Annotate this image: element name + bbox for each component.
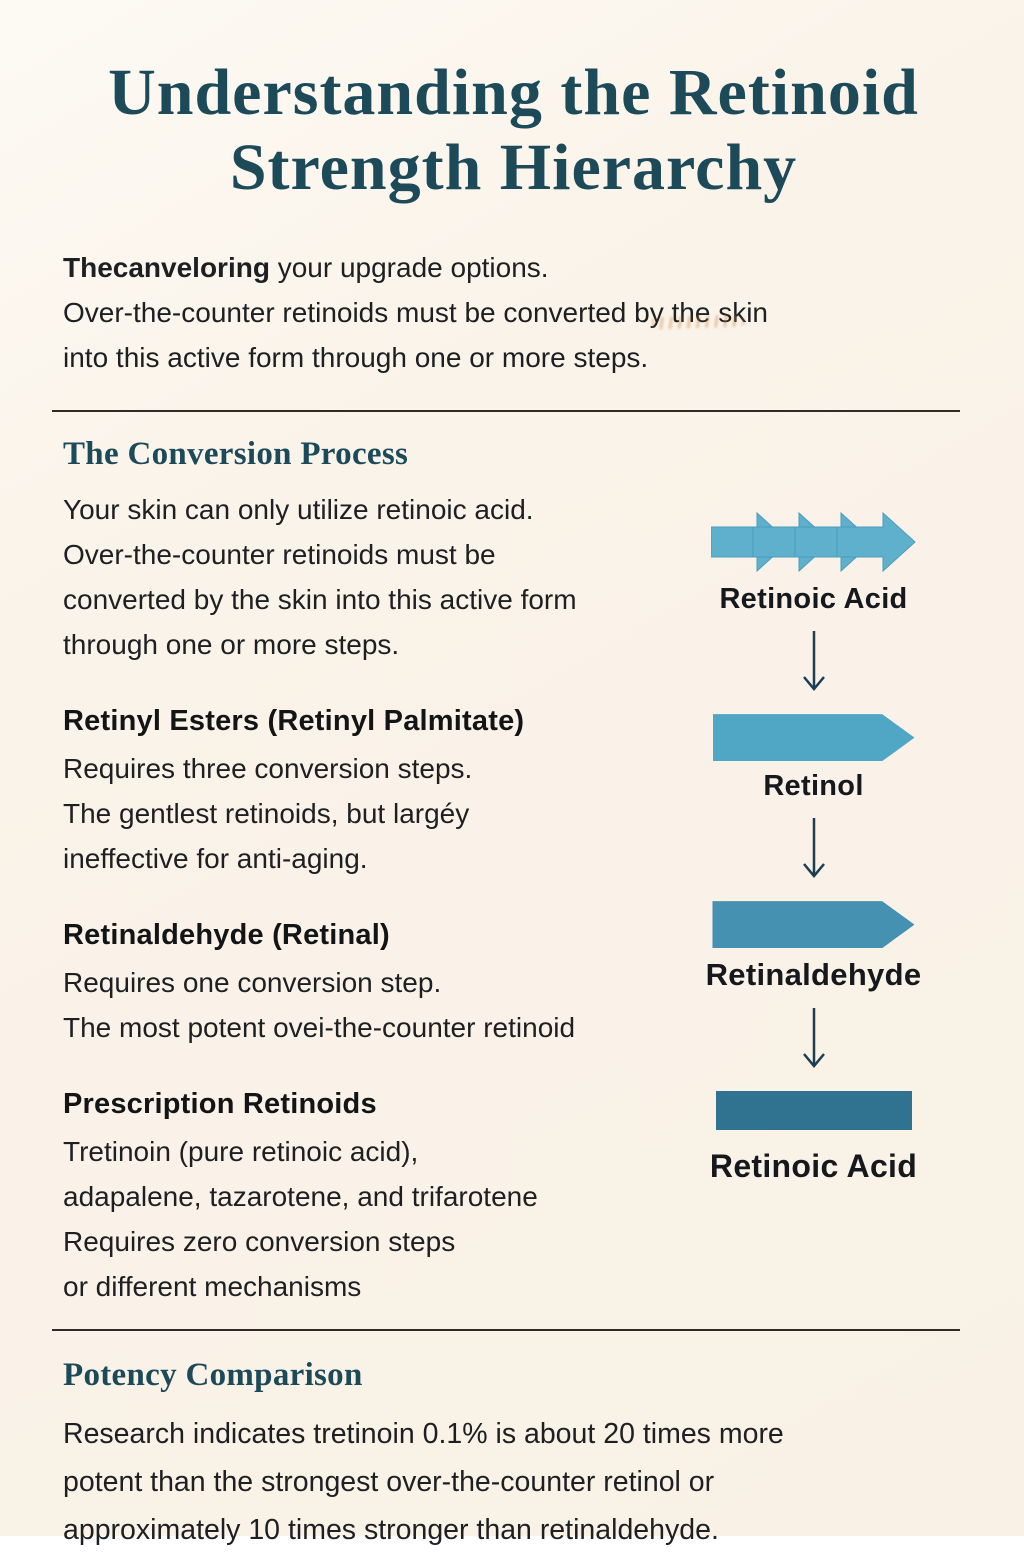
- body-line: potent than the strongest over-the-count…: [63, 1466, 715, 1499]
- body-line: or different mechanisms: [63, 1271, 362, 1303]
- down-arrow-icon: [802, 631, 825, 692]
- diagram-label: Retinoic Acid: [719, 583, 908, 616]
- page-title: Understanding the Retinoid Strength Hier…: [63, 56, 964, 205]
- retinoic-acid-bar-shape: [715, 1091, 912, 1131]
- body-line: approximately 10 times stronger than ret…: [63, 1514, 719, 1547]
- prescription-retinoids-heading: Prescription Retinoids: [63, 1088, 377, 1121]
- main-columns: The Conversion Process Your skin can onl…: [63, 436, 964, 1309]
- divider-top: [52, 410, 960, 413]
- body-line: Tretinoin (pure retinoic acid),: [63, 1136, 419, 1168]
- conversion-diagram: Retinoic Acid Retinol Retinaldehyde: [663, 436, 964, 1309]
- body-line: adapalene, tazarotene, and trifarotene: [63, 1181, 538, 1213]
- down-arrow-icon: [802, 818, 825, 879]
- down-arrow-icon: [802, 1008, 825, 1069]
- intro-paragraph: Thecanveloring your upgrade options. Ove…: [63, 245, 964, 380]
- body-line: The gentlest retinoids, but largéy: [63, 798, 470, 830]
- potency-comparison-body: Research indicates tretinoin 0.1% is abo…: [63, 1410, 964, 1554]
- retinol-arrow-shape: [712, 714, 915, 762]
- diagram-label: Retinaldehyde: [705, 957, 922, 993]
- diagram-step-retinol: Retinol: [712, 714, 915, 803]
- text-column: The Conversion Process Your skin can onl…: [63, 436, 663, 1309]
- chevron-chain-arrow-icon: [711, 512, 916, 573]
- diagram-label: Retinol: [763, 770, 864, 803]
- body-line: Requires three conversion steps.: [63, 753, 473, 785]
- page-title-line2: Strength Hierarchy: [229, 130, 798, 204]
- divider-bottom: [52, 1329, 960, 1332]
- intro-lead-rest: your upgrade options.: [269, 252, 549, 284]
- body-line: converted by the skin into this active f…: [63, 584, 577, 616]
- diagram-step-retinaldehyde: Retinaldehyde: [706, 901, 922, 993]
- intro-line3: into this active form through one or mor…: [63, 342, 649, 374]
- body-line: Over-the-counter retinoids must be: [63, 539, 496, 571]
- diagram-label: Retinoic Acid: [709, 1148, 918, 1185]
- potency-section: Potency Comparison Research indicates tr…: [63, 1357, 964, 1554]
- body-line: Your skin can only utilize retinoic acid…: [63, 494, 534, 526]
- page-title-line1: Understanding the Retinoid: [108, 56, 919, 129]
- body-line: through one or more steps.: [63, 629, 400, 661]
- intro-line1: Thecanveloring your upgrade options.: [63, 245, 964, 290]
- body-line: Research indicates tretinoin 0.1% is abo…: [63, 1418, 784, 1451]
- retinaldehyde-body: Requires one conversion step. The most p…: [63, 960, 663, 1050]
- potency-comparison-heading: Potency Comparison: [63, 1357, 363, 1394]
- body-line: ineffective for anti-aging.: [63, 843, 368, 875]
- intro-lead-bold: Thecanveloring: [63, 252, 270, 284]
- intro-line2: Over-the-counter retinoids must be conve…: [63, 297, 769, 329]
- body-line: The most potent ovei-the-counter retinoi…: [63, 1012, 576, 1044]
- body-line: Requires zero conversion steps: [63, 1226, 456, 1258]
- diagram-step-retinoic-acid-bottom: Retinoic Acid: [710, 1091, 917, 1185]
- conversion-process-body: Your skin can only utilize retinoic acid…: [63, 487, 663, 667]
- body-line: Requires one conversion step.: [63, 967, 442, 999]
- retinyl-esters-heading: Retinyl Esters (Retinyl Palmitate): [63, 705, 525, 738]
- retinaldehyde-arrow-shape: [712, 901, 915, 949]
- retinyl-esters-body: Requires three conversion steps. The gen…: [63, 746, 663, 881]
- retinaldehyde-heading: Retinaldehyde (Retinal): [63, 919, 390, 952]
- conversion-process-heading: The Conversion Process: [63, 436, 409, 473]
- prescription-retinoids-body: Tretinoin (pure retinoic acid), adapalen…: [63, 1129, 663, 1309]
- diagram-step-retinoic-acid-top: Retinoic Acid: [711, 510, 916, 616]
